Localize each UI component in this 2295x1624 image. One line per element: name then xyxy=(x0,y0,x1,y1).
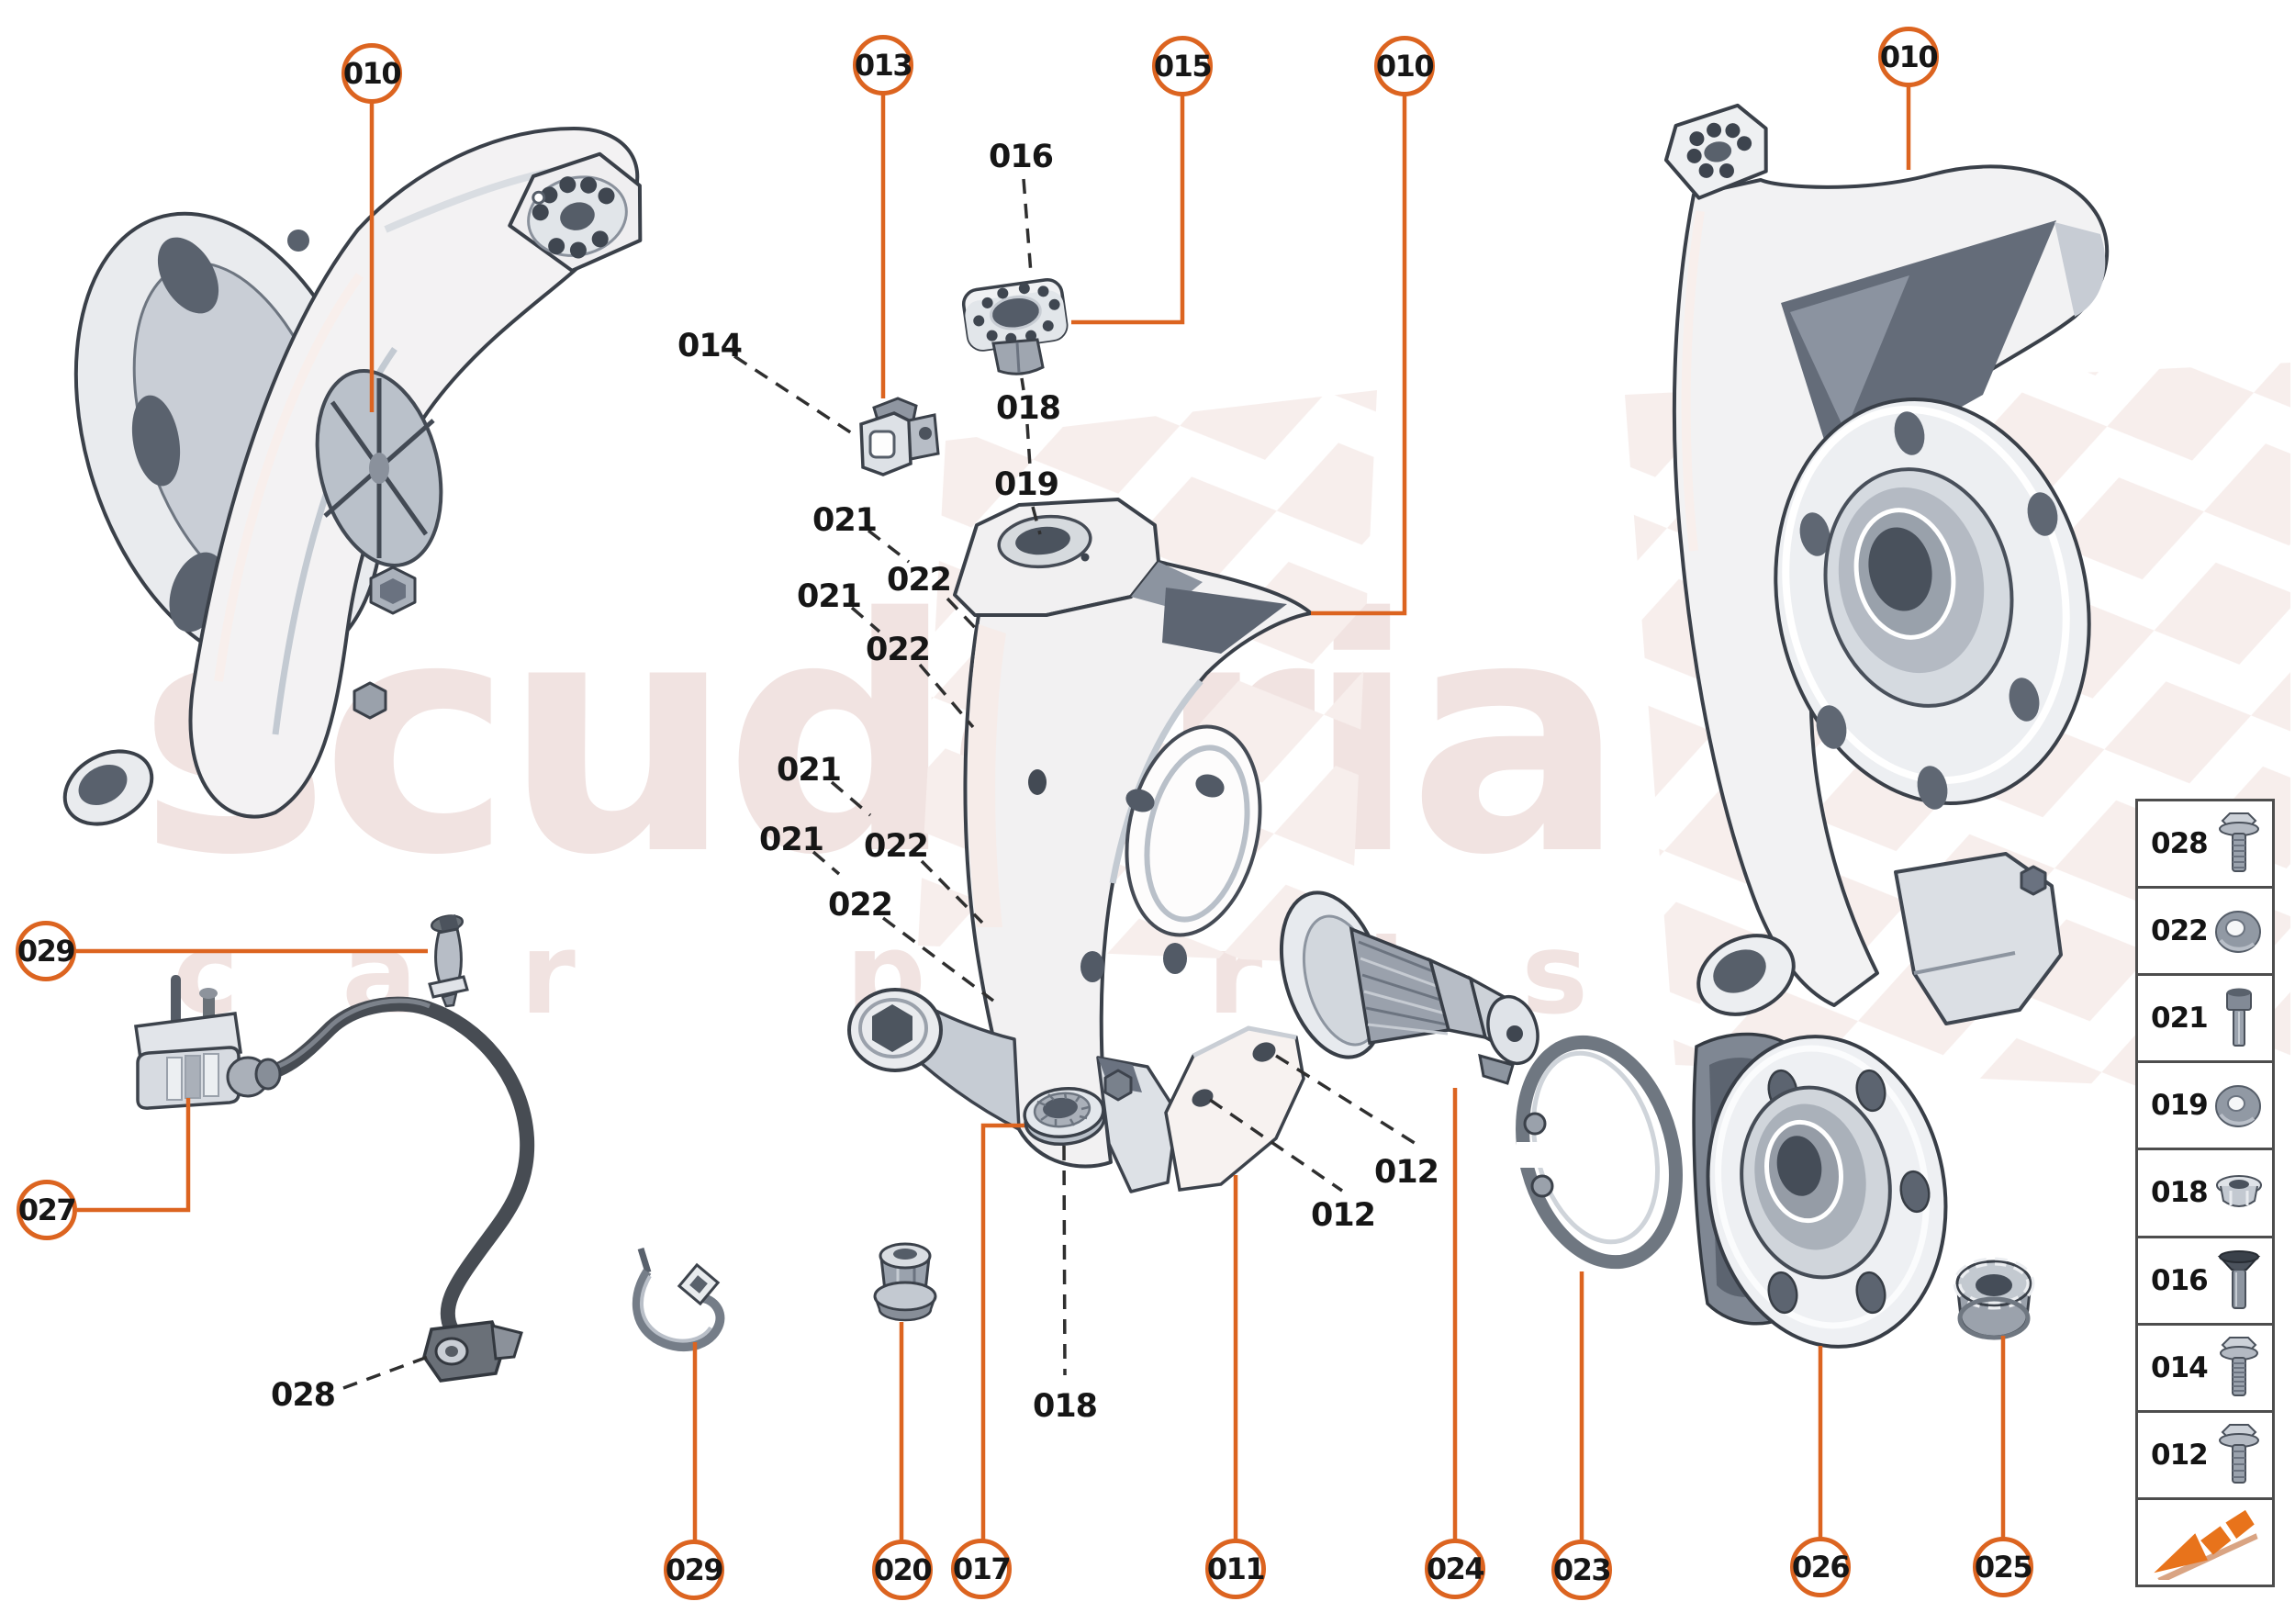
callout-010-top-left[interactable]: 010 xyxy=(341,43,402,104)
callout-017[interactable]: 017 xyxy=(951,1539,1012,1599)
part-holder-bracket-013 xyxy=(859,397,940,476)
callout-011[interactable]: 011 xyxy=(1205,1539,1266,1599)
cap-screw-icon xyxy=(2213,984,2265,1052)
watermark-scuderia-text: scuderia xyxy=(138,550,1626,926)
part-label-028: 028 xyxy=(270,1377,336,1414)
legend-row-021[interactable]: 021 xyxy=(2138,976,2272,1064)
part-snap-ring-023 xyxy=(1516,1035,1683,1270)
part-label-014: 014 xyxy=(677,328,743,364)
part-label-018-top: 018 xyxy=(995,390,1061,427)
legend-label-028: 028 xyxy=(2151,827,2209,861)
legend-label-016: 016 xyxy=(2151,1263,2209,1297)
part-wheel-carrier-center xyxy=(847,498,1313,1193)
legend-row-022[interactable]: 022 xyxy=(2138,889,2272,977)
part-wheel-hub-026 xyxy=(1692,1032,1948,1349)
legend-row-012[interactable]: 012 xyxy=(2138,1413,2272,1500)
part-label-021-4: 021 xyxy=(758,822,824,858)
flange-nut-icon xyxy=(2213,1159,2265,1226)
callout-029-bottom[interactable]: 029 xyxy=(664,1540,724,1600)
legend-label-014: 014 xyxy=(2151,1350,2209,1384)
callout-024[interactable]: 024 xyxy=(1425,1539,1485,1599)
washer-icon xyxy=(2213,1071,2265,1139)
legend-row-018[interactable]: 018 xyxy=(2138,1150,2272,1238)
part-label-021-1: 021 xyxy=(812,502,878,539)
part-wheel-carrier-left xyxy=(62,127,643,826)
callout-010-top-right[interactable]: 010 xyxy=(1878,27,1939,87)
legend-label-012: 012 xyxy=(2151,1438,2209,1472)
callout-029-left[interactable]: 029 xyxy=(16,921,76,981)
part-label-021-3: 021 xyxy=(776,752,842,789)
part-collar-washer-017 xyxy=(1023,1087,1106,1146)
callout-023[interactable]: 023 xyxy=(1551,1540,1612,1600)
dashed-reference-lines xyxy=(342,178,1418,1390)
legend-row-019[interactable]: 019 xyxy=(2138,1063,2272,1151)
legend-label-022: 022 xyxy=(2151,914,2209,948)
part-serrated-nut-016 xyxy=(961,278,1069,375)
legend-label-018: 018 xyxy=(2151,1176,2209,1210)
countersunk-screw-icon xyxy=(2213,1247,2265,1315)
flange-bolt-icon xyxy=(2213,1421,2265,1489)
part-abs-sensor-cable xyxy=(134,975,535,1383)
part-label-022-1: 022 xyxy=(886,562,952,599)
washer-icon xyxy=(2213,897,2265,965)
part-cable-clip-upper xyxy=(428,914,469,1008)
part-label-022-3: 022 xyxy=(863,828,929,865)
part-label-021-2: 021 xyxy=(796,578,862,615)
callout-013[interactable]: 013 xyxy=(853,35,913,95)
legend-row-014[interactable]: 014 xyxy=(2138,1326,2272,1413)
part-label-022-4: 022 xyxy=(827,887,893,924)
callout-020[interactable]: 020 xyxy=(872,1540,933,1600)
part-cable-clip-lower xyxy=(632,1247,725,1352)
part-label-019: 019 xyxy=(993,466,1059,503)
legend-row-016[interactable]: 016 xyxy=(2138,1238,2272,1326)
legend-label-021: 021 xyxy=(2151,1002,2209,1036)
legend-label-019: 019 xyxy=(2151,1089,2209,1123)
callout-025[interactable]: 025 xyxy=(1973,1537,2033,1597)
part-label-016: 016 xyxy=(988,139,1054,175)
part-label-018-bottom: 018 xyxy=(1032,1388,1098,1425)
callout-027[interactable]: 027 xyxy=(17,1180,77,1240)
legend-row-direction-arrow[interactable] xyxy=(2138,1500,2272,1585)
callout-010-top-center[interactable]: 010 xyxy=(1374,36,1435,96)
part-wheel-carrier-right xyxy=(1663,103,2110,1025)
callout-026[interactable]: 026 xyxy=(1790,1537,1851,1597)
direction-arrow-icon xyxy=(2147,1505,2263,1580)
legend-row-028[interactable]: 028 xyxy=(2138,801,2272,890)
part-stub-axle-024 xyxy=(1279,890,1539,1085)
flange-bolt-icon xyxy=(2213,1334,2265,1402)
flange-bolt-icon xyxy=(2213,810,2265,878)
part-guard-plate-011 xyxy=(1164,1025,1305,1192)
part-axle-nut-025 xyxy=(1953,1257,2035,1340)
part-label-012-1: 012 xyxy=(1373,1154,1439,1191)
part-flange-nut-020 xyxy=(873,1242,937,1322)
callout-015[interactable]: 015 xyxy=(1152,36,1213,96)
legend-panel: 028 022 021 019 018 xyxy=(2135,799,2275,1587)
part-label-022-2: 022 xyxy=(865,632,931,668)
callout-leader-lines xyxy=(75,86,2006,1540)
part-label-012-2: 012 xyxy=(1310,1197,1376,1234)
